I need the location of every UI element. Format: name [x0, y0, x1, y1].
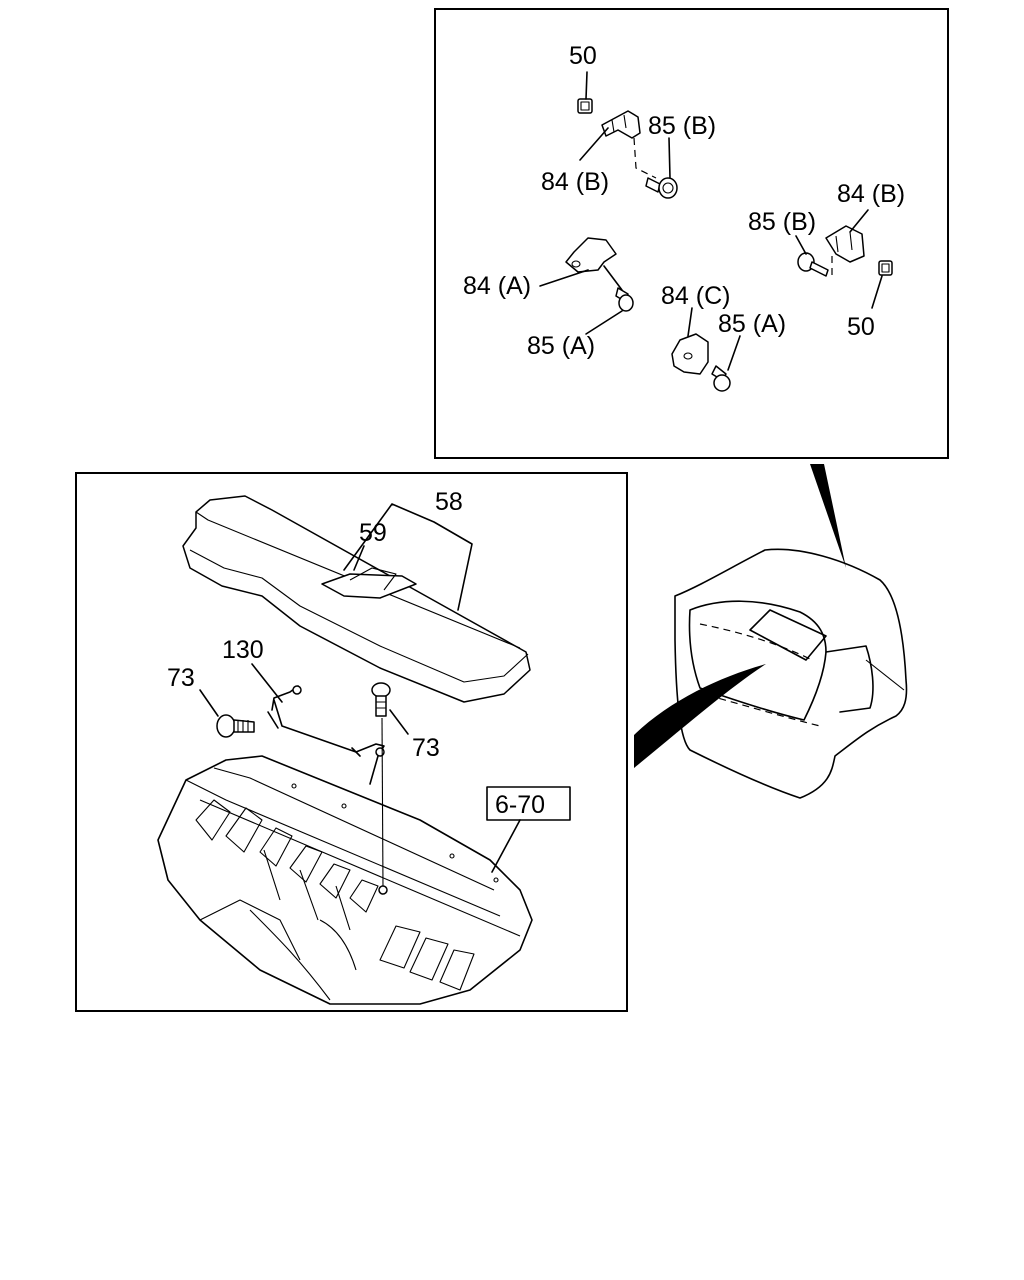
cab-window-dash: [699, 623, 813, 661]
bolt-85a-right-part: [711, 365, 731, 392]
detail-box-frame: [434, 8, 949, 459]
vehicle-cab-overview: [634, 464, 908, 799]
pointer-to-detail-box: [810, 464, 846, 568]
callout-130: 130: [222, 636, 264, 664]
rod-130: [267, 685, 385, 785]
bracket-84a-part: [565, 237, 617, 273]
callout-84a: 84 (A): [463, 272, 531, 300]
cab-side-window: [825, 645, 874, 713]
callout-59: 59: [359, 519, 387, 547]
callout-85a-left: 85 (A): [527, 332, 595, 360]
leader-59: [353, 545, 365, 571]
bracket-84c-part: [671, 333, 709, 375]
main-box-rear-shelf: 58 59 130 73 73 6-70: [75, 472, 628, 1012]
pointer-to-main-box: [634, 664, 766, 768]
tab-59: [321, 567, 417, 599]
clip-50-top-part: [577, 98, 593, 114]
cab-body-outline: [674, 548, 908, 799]
dashed-guide-top: [633, 137, 657, 179]
callout-85a-right: 85 (A): [718, 310, 786, 338]
screw-85b-right-part: [797, 252, 829, 277]
bolt-73-left: [216, 714, 255, 738]
leader-130: [251, 663, 283, 703]
callout-50-right: 50: [847, 313, 875, 341]
ref-6-70-box: [486, 786, 571, 821]
rear-shelf-panel-58: [182, 495, 531, 703]
detail-leader-lines: [539, 71, 883, 371]
clip-50-right-part: [878, 260, 893, 276]
cab-rear-window: [688, 600, 827, 721]
bolt-73-right: [371, 682, 391, 889]
leader-73-right: [389, 709, 409, 735]
callout-58: 58: [435, 488, 463, 516]
callout-73-right: 73: [412, 734, 440, 762]
screw-85b-top-part: [645, 177, 678, 199]
body-floor-structure: [157, 755, 533, 1005]
leader-6-70: [491, 819, 521, 873]
callout-6-70: 6-70: [495, 791, 545, 819]
detail-box-fasteners: 50 85 (B) 84 (B) 84 (B) 85 (B) 84 (A) 84…: [434, 8, 949, 459]
reference-6-70: [486, 786, 571, 873]
callout-84c: 84 (C): [661, 282, 730, 310]
cab-side-line: [865, 659, 905, 691]
callout-85b-right: 85 (B): [748, 208, 816, 236]
callout-84b-top: 84 (B): [541, 168, 609, 196]
bracket-84b-top-part: [601, 110, 641, 139]
leader-58: [343, 503, 473, 611]
bolt-85a-left-part: [615, 287, 634, 312]
callout-50-top: 50: [569, 42, 597, 70]
cab-shelf-highlight: [749, 609, 827, 661]
main-box-frame: [75, 472, 628, 1012]
callout-73-left: 73: [167, 664, 195, 692]
bracket-84b-right-part: [825, 225, 865, 263]
leader-73-left: [199, 689, 219, 717]
callout-84b-right: 84 (B): [837, 180, 905, 208]
callout-85b-top: 85 (B): [648, 112, 716, 140]
cab-lower-dash: [695, 691, 821, 727]
